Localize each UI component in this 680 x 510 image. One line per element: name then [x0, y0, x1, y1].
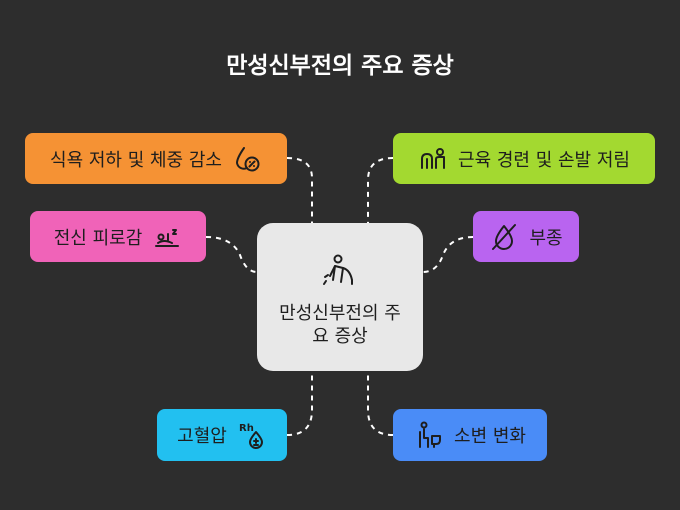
connector-appetite [286, 157, 313, 223]
fatigue-icon [155, 228, 180, 247]
center-label: 만성신부전의 주요 증상 [279, 303, 401, 347]
connector-edema [422, 236, 474, 273]
toilet-icon [419, 421, 442, 448]
connector-cramp [367, 157, 394, 223]
node-bp-label: 고혈압 [177, 426, 227, 447]
rh-blood-icon: Rh [239, 423, 263, 449]
node-appetite: 식욕 저하 및 체중 감소 [25, 133, 287, 184]
diagram-title: 만성신부전의 주요 증상 [226, 53, 454, 79]
center-node: 만성신부전의 주요 증상 [257, 223, 423, 371]
crawling-person-icon [323, 254, 353, 285]
svg-text:Rh: Rh [239, 423, 254, 434]
connector-urine [367, 371, 394, 436]
node-urine: 소변 변화 [393, 409, 547, 461]
node-appetite-label: 식욕 저하 및 체중 감소 [50, 149, 222, 171]
connector-fatigue [205, 236, 258, 273]
node-edema: 부종 [473, 211, 579, 262]
node-bp: 고혈압 Rh [157, 409, 287, 461]
connector-bp [286, 371, 313, 436]
node-edema-label: 부종 [529, 227, 563, 249]
node-urine-label: 소변 변화 [454, 426, 526, 447]
node-fatigue: 전신 피로감 [30, 211, 206, 262]
muscle-icon [421, 147, 446, 169]
node-cramp: 근육 경련 및 손발 저림 [393, 133, 655, 184]
no-drop-icon [492, 223, 517, 250]
node-fatigue-label: 전신 피로감 [53, 227, 143, 249]
node-cramp-label: 근육 경련 및 손발 저림 [458, 149, 630, 171]
drop-percent-icon [235, 146, 260, 171]
